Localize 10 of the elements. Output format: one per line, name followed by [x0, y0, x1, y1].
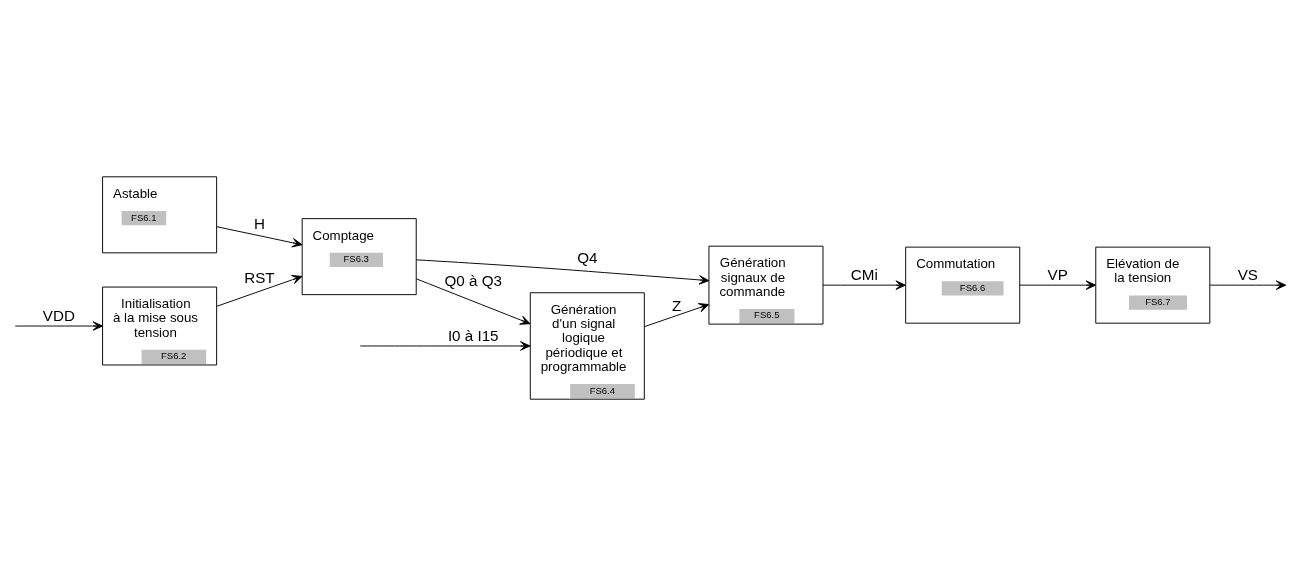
edge-label: VP: [1047, 266, 1068, 284]
edge-label: H: [253, 214, 265, 232]
edge-label: Q4: [577, 249, 598, 267]
edge-label: Q0 à Q3: [444, 271, 502, 289]
edge-label: I0 à I15: [447, 327, 499, 345]
edge-label: RST: [244, 269, 275, 287]
edge-label: VDD: [42, 307, 75, 325]
edge-label: Z: [672, 296, 682, 314]
edge-label: CMi: [850, 266, 878, 284]
edge-label: VS: [1237, 266, 1258, 284]
